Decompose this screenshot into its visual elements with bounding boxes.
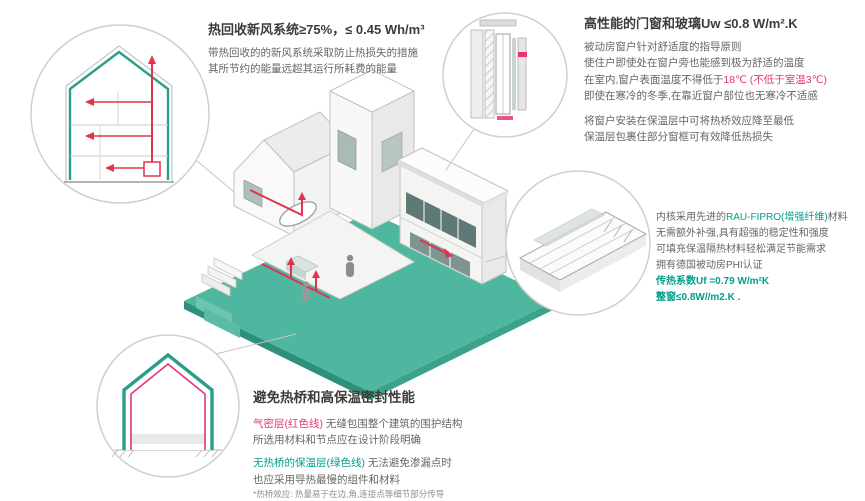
window-section-illustration	[470, 19, 527, 120]
insulation-layer-line1: 无热桥的保温层(绿色线) 无法避免渗漏点时	[253, 457, 452, 470]
thermal-bridge-illustration	[111, 352, 222, 458]
heat-recovery-text-block: 热回收新风系统≥75%，≤ 0.45 Wh/m³ 带热回收的的新风系统采取防止热…	[208, 20, 478, 78]
frame-line3: 可填充保温隔热材料轻松满足节能需求	[656, 244, 826, 255]
cutaway-interior	[249, 189, 453, 301]
frame-uw-value: 整窗≤0.8W//m2.K .	[656, 292, 741, 303]
frame-material-text-block: 内核采用先进的RAU-FIPRO(增强纤维)材料 无需额外补强,具有超强的稳定性…	[656, 210, 862, 306]
windows-line1: 被动房窗户针对舒适度的指导原则	[584, 41, 742, 54]
insulation-layer-line2: 也应采用导热最慢的组件和材料	[253, 473, 400, 486]
airtight-layer-line1: 气密层(红色线) 无缝包围整个建筑的围护结构	[253, 417, 463, 430]
frame-line4: 拥有德国被动房PHI认证	[656, 260, 763, 271]
window-profile-callout-circle	[505, 170, 651, 316]
windows-text-block: 高性能的门窗和玻璃Uw ≤0.8 W/m².K 被动房窗户针对舒适度的指导原则 …	[584, 14, 860, 146]
windows-line6: 保温层包裹住部分窗框可有效降低热损失	[584, 131, 773, 144]
heat-recovery-illustration	[64, 45, 174, 183]
windows-line2: 使住户即使处在窗户旁也能感到极为舒适的温度	[584, 57, 805, 70]
window-profile-illustration	[518, 208, 648, 292]
heat-recovery-ducts	[85, 55, 161, 177]
frame-line2: 无需额外补强,具有超强的稳定性和强度	[656, 228, 829, 239]
thermal-bridge-title: 避免热桥和高保温密封性能	[253, 390, 415, 405]
windows-line5: 将窗户安装在保温层中可将热桥效应降至最低	[584, 115, 794, 128]
windows-line3: 在室内,窗户表面温度不得低于18℃ (不低于室温3℃)	[584, 73, 827, 86]
glazed-wing	[397, 147, 509, 285]
airtight-layer-label: 气密层(红色线)	[253, 417, 323, 430]
person-figure	[302, 281, 310, 301]
rau-fipro-highlight: RAU-FIPRO(增强纤维)	[726, 212, 828, 223]
heat-recovery-body-line2: 其所节约的能量远超其运行所耗费的能量	[208, 63, 397, 76]
insulation-layer-label: 无热桥的保温层(绿色线)	[253, 457, 365, 470]
main-house-illustration	[184, 69, 557, 400]
thermal-bridge-text-block: 避免热桥和高保温密封性能 气密层(红色线) 无缝包围整个建筑的围护结构 所选用材…	[253, 388, 563, 501]
heat-recovery-title: 热回收新风系统≥75%，≤ 0.45 Wh/m³	[208, 22, 425, 37]
heat-recovery-body-line1: 带热回收的的新风系统采取防止热损失的措施	[208, 47, 418, 60]
windows-title: 高性能的门窗和玻璃Uw ≤0.8 W/m².K	[584, 16, 798, 31]
windows-line4: 即使在寒冷的冬季,在靠近窗户部位也无寒冷不适感	[584, 89, 818, 102]
ground-hatching	[111, 449, 219, 458]
heat-recovery-callout-circle	[30, 24, 210, 204]
temperature-highlight: 18℃ (不低于室温3℃)	[723, 73, 827, 86]
ventilation-ducts	[249, 189, 453, 299]
frame-line1: 内核采用先进的RAU-FIPRO(增强纤维)材料	[656, 212, 848, 223]
thermal-bridge-callout-circle	[96, 334, 240, 478]
tower-block	[329, 69, 415, 230]
frame-uf-value: 传热系数Uf =0.79 W/m²K	[656, 276, 770, 287]
connector-lines	[195, 125, 509, 355]
garden-stairs	[201, 257, 243, 297]
person-figure	[346, 254, 354, 277]
window-section-callout-circle	[442, 12, 568, 138]
airtight-layer-line2: 所选用材料和节点应在设计阶段明确	[253, 434, 421, 447]
thermal-bridge-footnote: *热桥效应: 热量易于在边,角,连接点等细节部分传导	[253, 488, 445, 499]
